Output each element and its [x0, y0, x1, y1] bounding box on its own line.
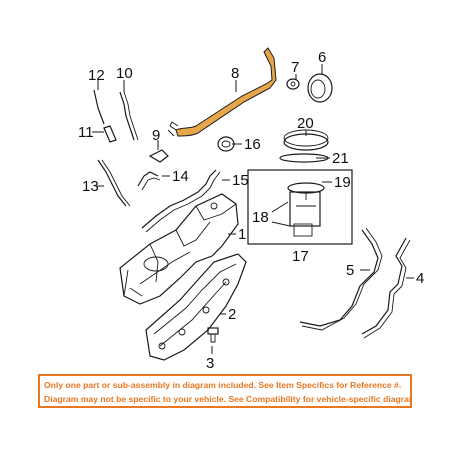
callout-4: 4	[416, 270, 424, 287]
disclaimer-line-1: Only one part or sub-assembly in diagram…	[44, 380, 402, 390]
disclaimer-line-2: Diagram may not be specific to your vehi…	[44, 394, 412, 404]
callout-17: 17	[292, 248, 309, 265]
callout-9: 9	[152, 127, 160, 144]
callout-3: 3	[206, 355, 214, 372]
callout-1: 1	[238, 226, 246, 243]
fuel-tank-part-1	[119, 193, 239, 305]
vent-line-part-13	[97, 159, 131, 207]
tube-part-11	[103, 125, 117, 143]
line-part-15	[141, 169, 221, 233]
hose-part-14	[137, 171, 161, 191]
ring-part-16	[217, 136, 235, 152]
callout-6: 6	[318, 49, 326, 66]
callout-5: 5	[346, 262, 354, 279]
callout-12: 12	[88, 67, 105, 84]
brake-line-part-5	[299, 227, 383, 331]
callout-16: 16	[244, 136, 261, 153]
brake-line-part-4	[361, 237, 411, 339]
callout-15: 15	[232, 172, 249, 189]
callout-21: 21	[332, 150, 349, 167]
callout-10: 10	[116, 65, 133, 82]
leader-lines	[92, 64, 414, 354]
hose-part-10	[119, 91, 139, 141]
callout-2: 2	[228, 306, 236, 323]
callout-13: 13	[82, 178, 99, 195]
skid-plate-part-2	[145, 253, 247, 361]
filler-neck-part-8	[167, 47, 277, 137]
callout-7: 7	[291, 59, 299, 76]
fuel-pump-assembly-box	[247, 169, 353, 245]
callout-11: 11	[78, 124, 94, 141]
rod-part-12	[93, 89, 105, 125]
fuel-cap-part-6	[307, 73, 333, 103]
callout-8: 8	[231, 65, 239, 82]
clip-part-9	[148, 149, 169, 163]
disclaimer-notice: Only one part or sub-assembly in diagram…	[38, 374, 412, 408]
callout-18: 18	[252, 209, 269, 226]
callout-20: 20	[297, 115, 314, 132]
grommet-part-7	[286, 78, 300, 90]
bolt-part-3	[207, 327, 219, 343]
callout-19: 19	[334, 174, 351, 191]
callout-14: 14	[172, 168, 189, 185]
callout-labels: 12 10 11 9 13 14 15 16 8 7 6 20 21 19 18…	[78, 49, 424, 372]
